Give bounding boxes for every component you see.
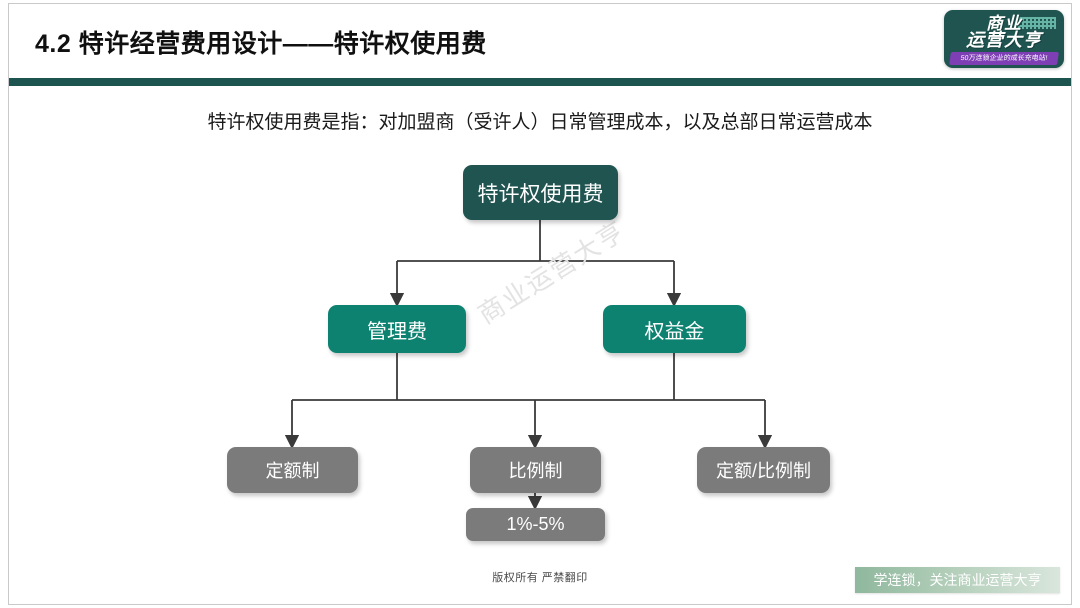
node-management-fee[interactable]: 管理费 — [328, 305, 466, 353]
logo-line-2: 运营大亨 — [966, 30, 1042, 50]
subtitle-definition: 特许权使用费是指：对加盟商（受许人）日常管理成本，以及总部日常运营成本 — [207, 112, 873, 133]
node-equity-fee[interactable]: 权益金 — [603, 305, 746, 353]
header-divider — [9, 78, 1071, 86]
node-fixed-or-proportional-system[interactable]: 定额/比例制 — [697, 447, 830, 493]
cta-banner[interactable]: 学连锁，关注商业运营大亨 — [855, 567, 1060, 593]
logo-dot-pattern-icon — [1018, 17, 1056, 29]
node-fixed-amount-system[interactable]: 定额制 — [227, 447, 358, 493]
copyright-notice: 版权所有 严禁翻印 — [492, 572, 588, 584]
slide-header: 4.2 特许经营费用设计——特许权使用费 — [9, 4, 1071, 78]
logo-line-1: 商业 — [986, 14, 1022, 33]
node-percentage-range[interactable]: 1%-5% — [466, 508, 605, 541]
node-proportional-system[interactable]: 比例制 — [470, 447, 601, 493]
node-root-royalty-fee[interactable]: 特许权使用费 — [463, 165, 618, 220]
page-title: 4.2 特许经营费用设计——特许权使用费 — [35, 30, 487, 58]
brand-logo[interactable]: 商业 运营大亨 50万连锁企业的成长充电站! — [944, 10, 1064, 68]
